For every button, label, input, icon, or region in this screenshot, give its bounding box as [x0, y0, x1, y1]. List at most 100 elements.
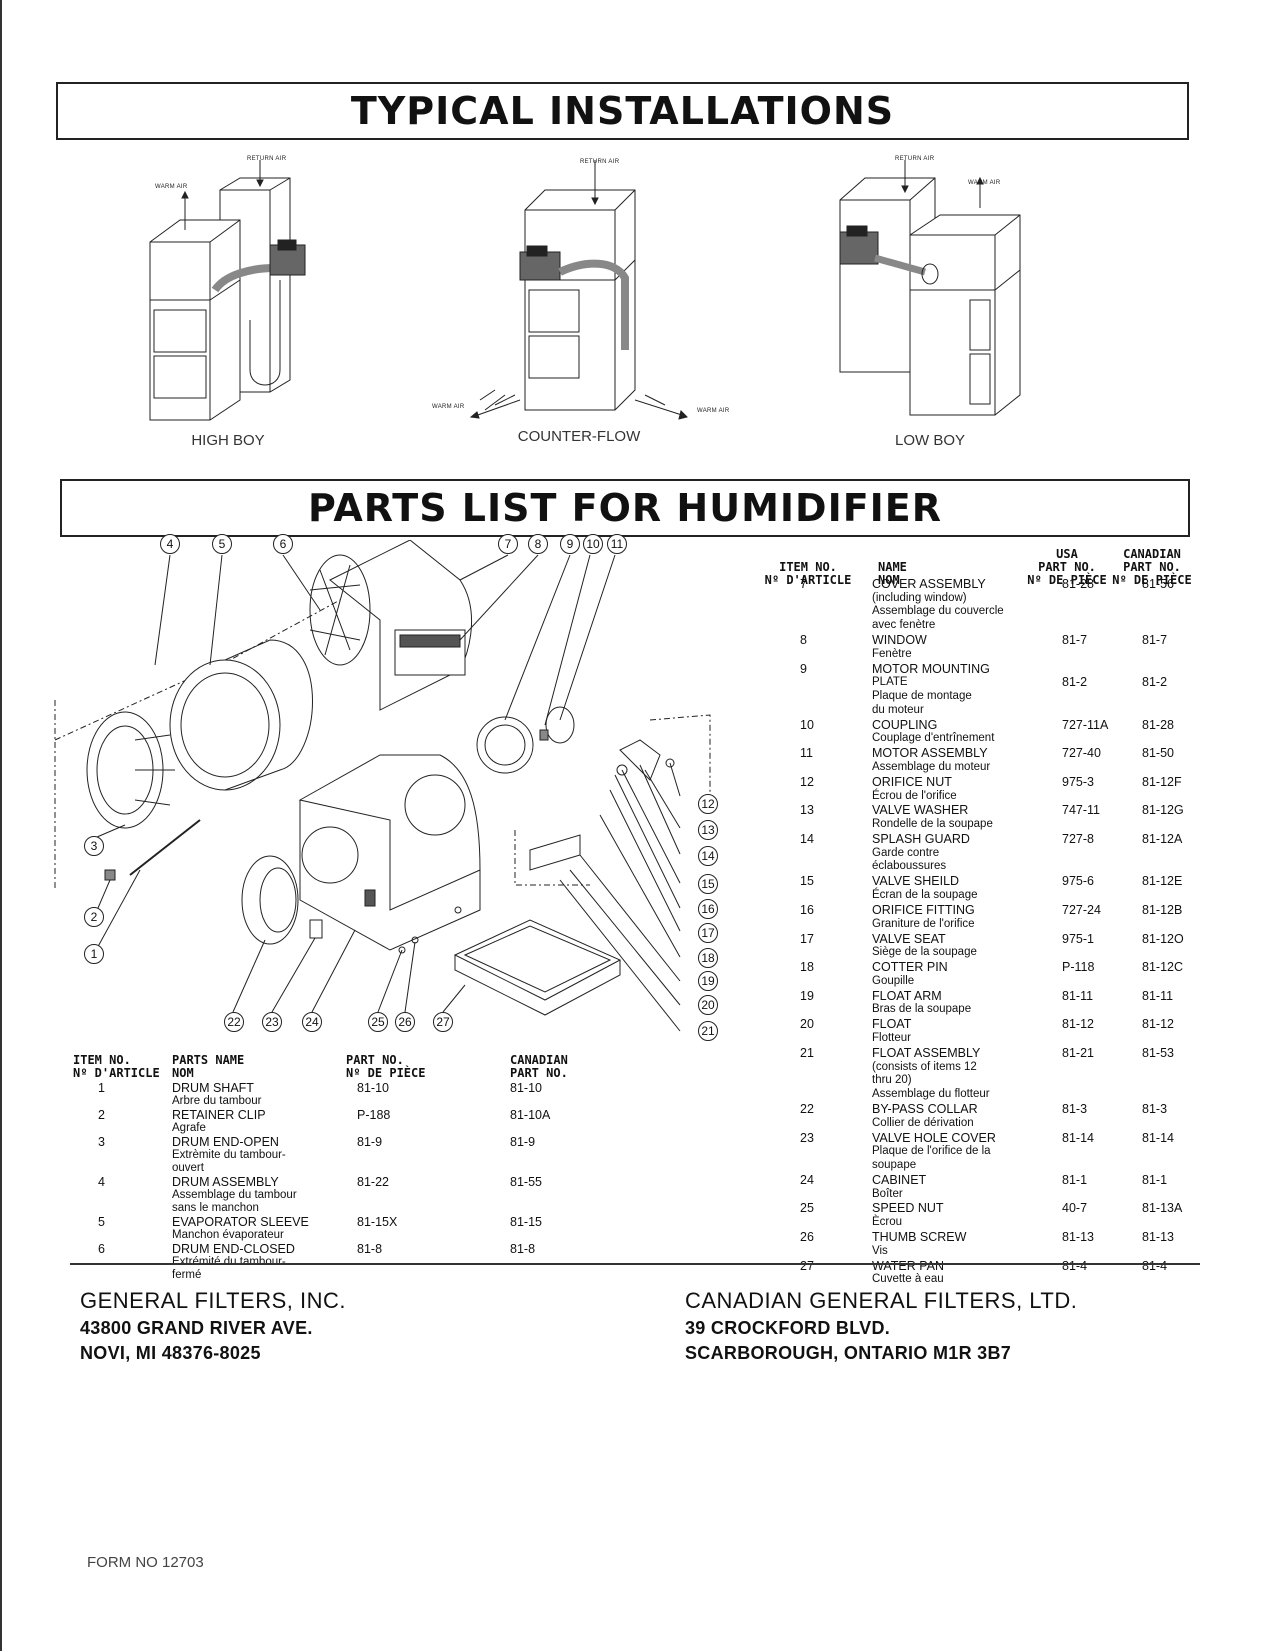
right-header-canadian: CANADIAN PART NO. Nº DE PIÈCE: [1112, 547, 1192, 587]
callout-11: 11: [607, 534, 627, 554]
company-canadian-general-filters: CANADIAN GENERAL FILTERS, LTD. 39 CROCKF…: [685, 1288, 1077, 1364]
part-name: VALVE WASHER: [872, 803, 969, 818]
part-name-fr: fermé: [172, 1269, 202, 1281]
part-number: 81-9: [357, 1135, 383, 1149]
counter-flow-warm-air-left: WARM AIR: [432, 404, 465, 410]
company-address-line1: 43800 GRAND RIVER AVE.: [80, 1318, 313, 1338]
part-name: MOTOR MOUNTING: [872, 661, 990, 676]
item-number: 20: [800, 1017, 814, 1032]
part-name-fr: Extrémité du tambour-: [172, 1256, 286, 1268]
item-number: 16: [800, 902, 814, 917]
part-name-detail: Bras de la soupape: [872, 1003, 972, 1016]
company-address-line1: 39 CROCKFORD BLVD.: [685, 1318, 891, 1338]
part-name: DRUM SHAFT: [172, 1081, 254, 1095]
part-name: BY-PASS COLLAR: [872, 1101, 978, 1116]
usa-part-number: 81-7: [1062, 633, 1088, 647]
canadian-part-number: 81-55: [510, 1175, 542, 1189]
part-name: WINDOW: [872, 633, 927, 647]
callout-7: 7: [498, 534, 518, 554]
item-number: 3: [98, 1135, 105, 1149]
part-number: P-188: [357, 1108, 391, 1122]
company-address-line2: NOVI, MI 48376-8025: [80, 1343, 261, 1363]
part-name: VALVE SEAT: [872, 931, 946, 946]
callout-1: 1: [84, 944, 104, 964]
canadian-part-number: 81-11: [1142, 988, 1174, 1003]
part-name-detail: Siège de la soupage: [872, 946, 977, 959]
left-header-part: PART NO. Nº DE PIÈCE: [346, 1053, 426, 1080]
callout-5: 5: [212, 534, 232, 554]
part-name: COUPLING: [872, 717, 938, 732]
callout-4: 4: [160, 534, 180, 554]
company-name: GENERAL FILTERS, INC.: [80, 1288, 346, 1313]
canadian-part-number: 81-12: [1142, 1017, 1174, 1032]
high-boy-warm-air: WARM AIR: [155, 184, 188, 190]
callout-18: 18: [698, 948, 718, 968]
usa-part-number: 747-11: [1062, 803, 1100, 818]
usa-part-number: 81-21: [1062, 1045, 1094, 1060]
part-name-detail: Assemblage du flotteur: [872, 1088, 990, 1100]
part-name-detail: éclaboussures: [872, 860, 947, 873]
callout-8: 8: [528, 534, 548, 554]
canadian-part-number: 81-8: [510, 1242, 536, 1256]
part-name-detail: Assemblage du moteur: [872, 760, 991, 773]
usa-part-number: 81-2: [1062, 675, 1088, 690]
part-name-detail: Écrou de l'orifice: [872, 789, 957, 802]
humidifier-exploded-diagram: [54, 540, 711, 1032]
part-name: SPLASH GUARD: [872, 832, 970, 846]
right-header-item: ITEM NO. Nº D'ARTICLE: [764, 560, 852, 587]
usa-part-number: 727-8: [1062, 832, 1094, 846]
part-name: ORIFICE NUT: [872, 774, 952, 789]
counter-flow-warm-air-right: WARM AIR: [697, 408, 730, 414]
callout-16: 16: [698, 899, 718, 919]
part-name-fr: sans le manchon: [172, 1202, 259, 1214]
usa-part-number: 975-6: [1062, 874, 1094, 889]
part-name: MOTOR ASSEMBLY: [872, 746, 988, 761]
parts-list-heading: PARTS LIST FOR HUMIDIFIER: [60, 479, 1190, 537]
callout-12: 12: [698, 794, 718, 814]
callout-14: 14: [698, 846, 718, 866]
item-number: 7: [800, 577, 807, 591]
part-number: 81-10: [357, 1081, 389, 1095]
part-name-fr: ouvert: [172, 1162, 204, 1174]
callout-24: 24: [302, 1012, 322, 1032]
part-name-fr: Assemblage du tambour: [172, 1189, 297, 1201]
low-boy-warm-air: WARM AIR: [968, 180, 1001, 186]
item-number: 6: [98, 1242, 105, 1256]
canadian-part-number: 81-53: [1142, 1045, 1174, 1060]
form-number: FORM NO 12703: [87, 1554, 204, 1571]
part-number: 81-15X: [357, 1215, 398, 1229]
usa-part-number: 81-1: [1062, 1172, 1088, 1187]
callout-3: 3: [84, 836, 104, 856]
callout-2: 2: [84, 907, 104, 927]
part-name-detail: Plaque de montage: [872, 690, 972, 702]
part-name-detail: avec fenètre: [872, 619, 936, 632]
part-name-detail: Plaque de l'orifice de la: [872, 1145, 991, 1158]
item-number: 10: [800, 717, 814, 732]
callout-27: 27: [433, 1012, 453, 1032]
callout-22: 22: [224, 1012, 244, 1032]
part-name-detail: Couplage d'entrînement: [872, 732, 995, 745]
high-boy-diagram: [149, 160, 306, 421]
item-number: 11: [800, 746, 813, 761]
high-boy-label: HIGH BOY: [191, 432, 265, 449]
part-name-fr: Arbre du tambour: [172, 1095, 262, 1107]
item-number: 26: [800, 1230, 814, 1244]
part-name-detail: Goupille: [872, 974, 915, 987]
part-name-detail: Collier de dérivation: [872, 1116, 974, 1129]
part-name-detail: Écran de la soupage: [872, 889, 978, 901]
left-header-name: PARTS NAME NOM: [172, 1053, 245, 1080]
part-name: FLOAT ARM: [872, 988, 942, 1003]
item-number: 4: [98, 1175, 105, 1189]
part-name: EVAPORATOR SLEEVE: [172, 1215, 309, 1229]
canadian-part-number: 81-12F: [1142, 774, 1182, 789]
item-number: 24: [800, 1172, 814, 1187]
canadian-part-number: 81-12C: [1142, 960, 1183, 975]
part-name-fr: Extrèmite du tambour-: [172, 1149, 286, 1161]
canadian-part-number: 81-12E: [1142, 874, 1183, 889]
part-name-detail: Flotteur: [872, 1032, 911, 1044]
item-number: 12: [800, 774, 814, 789]
left-header-item: ITEM NO. Nº D'ARTICLE: [73, 1053, 160, 1080]
part-name-detail: du moteur: [872, 703, 924, 716]
callout-21: 21: [698, 1021, 718, 1041]
company-name: CANADIAN GENERAL FILTERS, LTD.: [685, 1288, 1078, 1313]
